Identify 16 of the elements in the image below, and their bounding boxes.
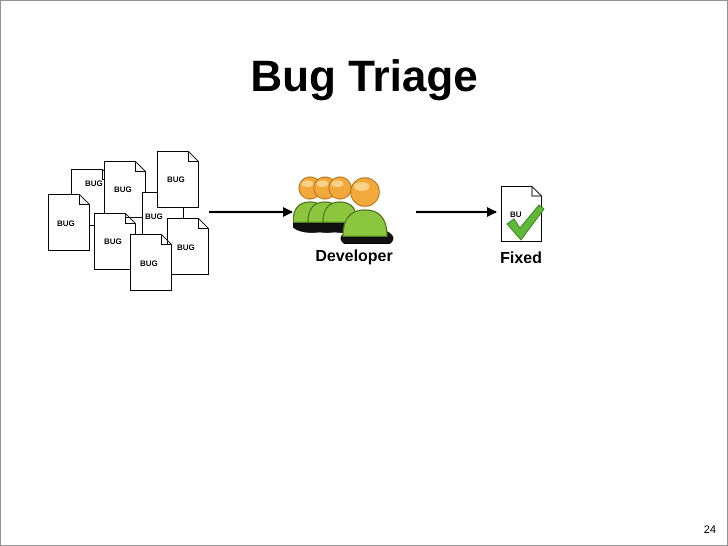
document-label: BUG: [85, 179, 103, 188]
document-label: BUG: [177, 243, 195, 252]
page-number: 24: [704, 524, 716, 536]
arrow: [416, 207, 497, 217]
document-label: BUG: [104, 237, 122, 246]
document-label: BUG: [57, 219, 75, 228]
node-caption: Fixed: [499, 250, 543, 268]
slide-title: Bug Triage: [249, 52, 479, 102]
document-pile-drawing: [48, 151, 209, 291]
document-label: BUG: [114, 185, 132, 194]
document-label: BUG: [140, 259, 158, 268]
document-label: BU: [510, 210, 522, 219]
arrow: [209, 207, 293, 217]
document-label: BUG: [145, 212, 163, 221]
document-label: BUG: [167, 175, 185, 184]
node-caption: Developer: [314, 248, 394, 266]
